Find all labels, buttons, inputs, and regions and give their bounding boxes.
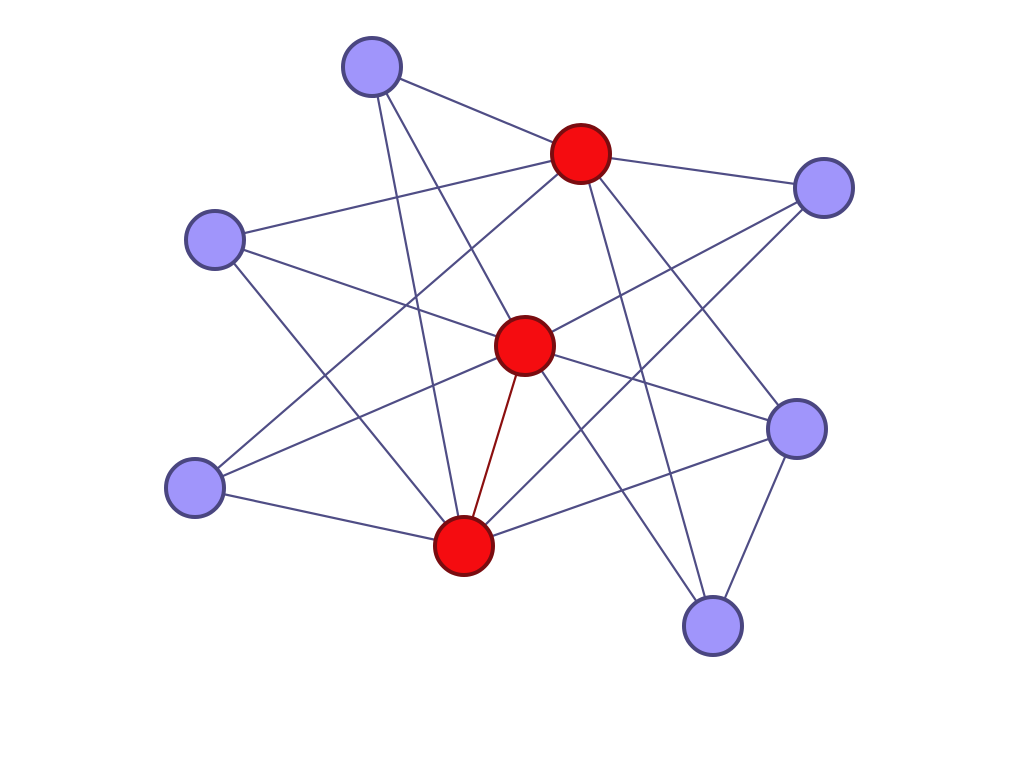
edge-n3-n5 xyxy=(523,186,826,348)
edge-n6-n8 xyxy=(462,427,799,548)
edge-n1-n5 xyxy=(370,65,527,348)
edge-n2-n7 xyxy=(193,152,583,490)
node-n6[interactable] xyxy=(766,398,828,460)
edge-n2-n4 xyxy=(213,152,583,242)
selected-node-n8[interactable] xyxy=(433,515,495,577)
selected-node-n5[interactable] xyxy=(494,315,556,377)
edge-n3-n8 xyxy=(462,186,826,548)
node-n3[interactable] xyxy=(793,157,855,219)
edge-n2-n6 xyxy=(579,152,799,431)
edge-n1-n8 xyxy=(370,65,466,548)
edge-n4-n5 xyxy=(213,238,527,348)
node-n1[interactable] xyxy=(341,36,403,98)
edge-n1-n2 xyxy=(370,65,583,156)
node-n9[interactable] xyxy=(682,595,744,657)
edge-n4-n8 xyxy=(213,238,466,548)
edge-n6-n9 xyxy=(711,427,799,628)
edges-layer xyxy=(193,65,826,628)
edge-n5-n9 xyxy=(523,344,715,628)
highlighted-edge-n5-n8 xyxy=(462,344,527,548)
node-n4[interactable] xyxy=(184,209,246,271)
edge-n7-n8 xyxy=(193,486,466,548)
edge-n2-n3 xyxy=(579,152,826,190)
nodes-layer xyxy=(164,36,855,657)
node-n7[interactable] xyxy=(164,457,226,519)
edge-n5-n7 xyxy=(193,344,527,490)
selected-node-n2[interactable] xyxy=(550,123,612,185)
edge-n2-n9 xyxy=(579,152,715,628)
edge-n6-n5 xyxy=(523,344,799,431)
